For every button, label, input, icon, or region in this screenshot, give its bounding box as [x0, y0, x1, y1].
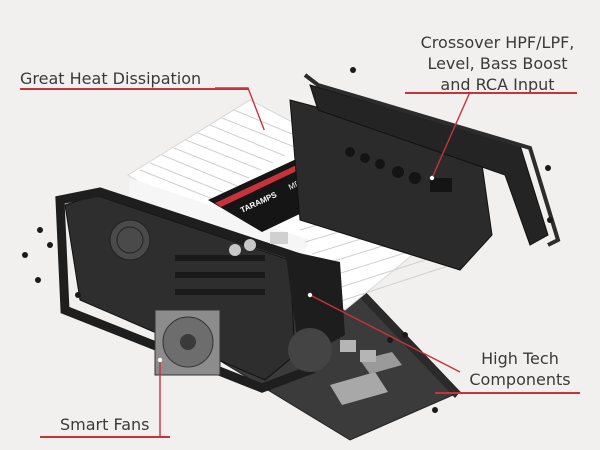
crossover-line-2: Level, Bass Boost [427, 54, 568, 73]
heat-underline [20, 88, 248, 90]
tech-line-1: High Tech [481, 349, 559, 368]
crossover-underline [405, 92, 577, 94]
callout-crossover: Crossover HPF/LPF, Level, Bass Boost and… [405, 32, 590, 95]
fans-underline [40, 436, 170, 438]
tech-line-2: Components [469, 370, 571, 389]
crossover-line-3: and RCA Input [440, 75, 555, 94]
crossover-line-1: Crossover HPF/LPF, [420, 33, 575, 52]
callout-high-tech: High Tech Components [455, 348, 585, 390]
callout-smart-fans: Smart Fans [60, 415, 150, 434]
components [229, 232, 376, 372]
fan-grille [109, 219, 151, 261]
callout-heat-dissipation: Great Heat Dissipation [20, 69, 202, 88]
smart-fan [154, 309, 221, 376]
screws [22, 67, 553, 413]
tech-underline [435, 392, 580, 394]
